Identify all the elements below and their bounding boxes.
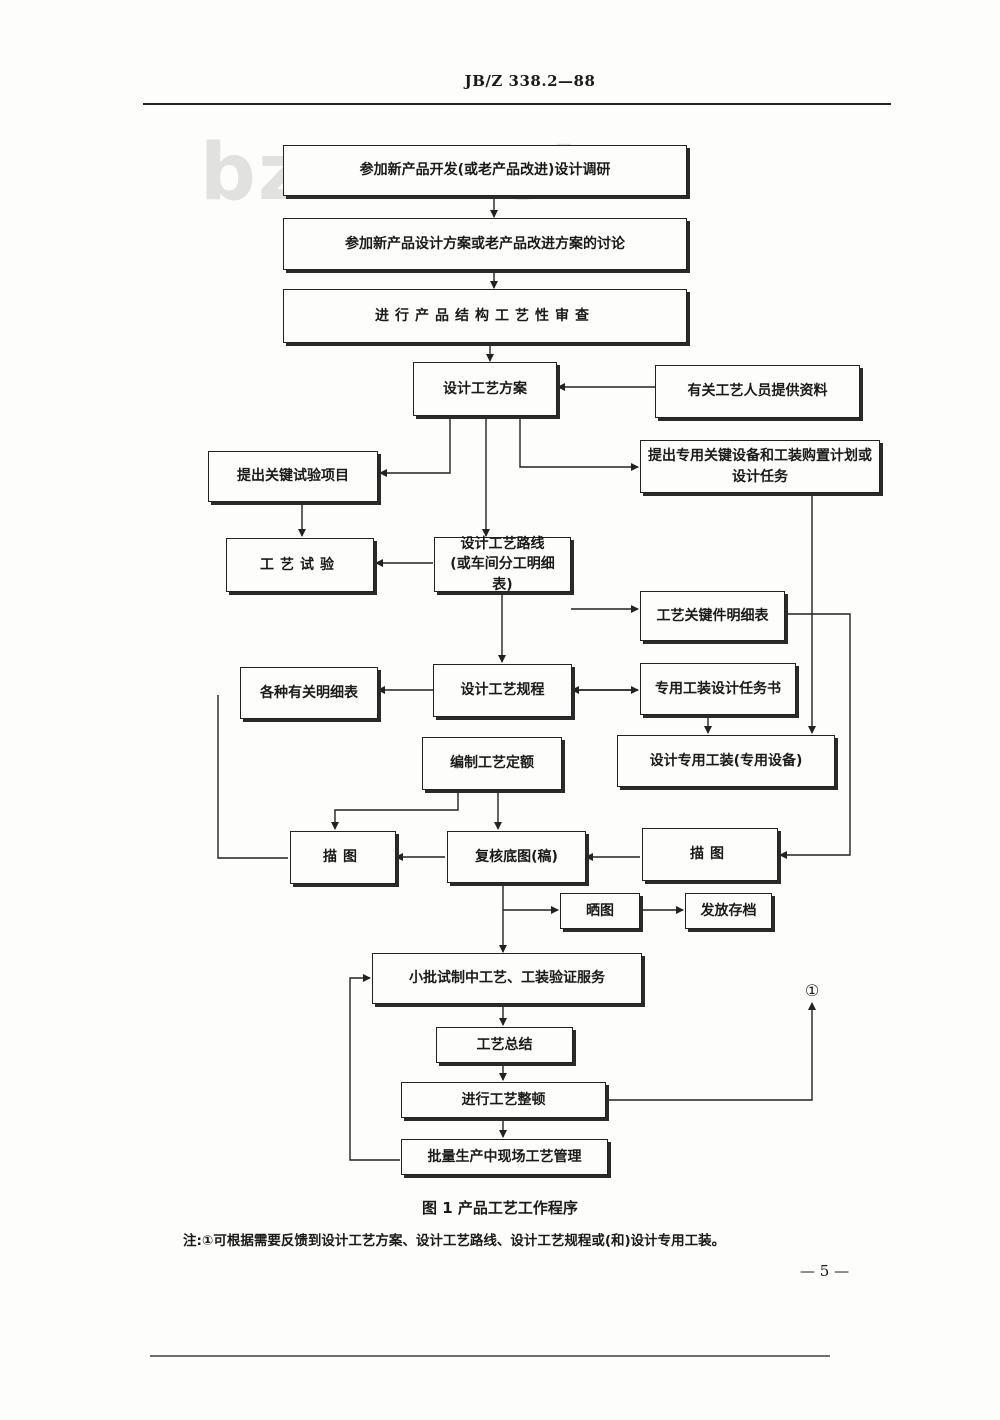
header-rule: [143, 103, 891, 105]
arrow-b4-b7: [519, 416, 639, 471]
box-tracing-right: 描图: [642, 828, 778, 881]
figure-caption: 图 1 产品工艺工作程序: [422, 1199, 578, 1217]
box-process-summary: 工艺总结: [436, 1027, 573, 1063]
box-site-management: 批量生产中现场工艺管理: [401, 1139, 608, 1175]
box-blueprint: 晒图: [560, 893, 640, 929]
arrow-b10-b18: [779, 613, 851, 859]
feedback-marker: ①: [804, 981, 820, 1000]
box-process-test: 工艺试验: [226, 538, 374, 592]
arrow-b4-b6: [379, 416, 451, 477]
box-key-parts-list: 工艺关键件明细表: [640, 591, 785, 641]
document-number: JB/Z 338.2—88: [464, 72, 596, 90]
box-process-route: 设计工艺路线 (或车间分工明细表): [434, 536, 571, 593]
box-structure-review: 进行产品结构工艺性审查: [283, 289, 687, 343]
box-key-test-items: 提出关键试验项目: [208, 451, 378, 502]
box-provide-materials: 有关工艺人员提供资料: [655, 365, 860, 418]
box-equipment-plan: 提出专用关键设备和工装购置计划或设计任务: [640, 440, 880, 493]
box-related-lists: 各种有关明细表: [240, 667, 378, 719]
box-process-rectify: 进行工艺整顿: [401, 1082, 606, 1118]
figure-note: 注:①可根据需要反馈到设计工艺方案、设计工艺路线、设计工艺规程或(和)设计专用工…: [183, 1233, 726, 1249]
box-process-quota: 编制工艺定额: [422, 737, 562, 790]
box-scheme-discussion: 参加新产品设计方案或老产品改进方案的讨论: [283, 218, 687, 270]
box-design-research: 参加新产品开发(或老产品改进)设计调研: [283, 145, 687, 196]
box-tracing-left: 描图: [290, 831, 396, 884]
box-process-scheme: 设计工艺方案: [413, 362, 557, 416]
box-design-tooling: 设计专用工装(专用设备): [617, 735, 835, 787]
page-number: — 5 —: [800, 1262, 850, 1280]
arrow-b14-b16: [331, 790, 459, 830]
feedback-loop: [349, 974, 400, 1161]
box-tooling-task: 专用工装设计任务书: [640, 663, 796, 715]
box-archive: 发放存档: [685, 893, 772, 929]
box-trial-production: 小批试制中工艺、工装验证服务: [372, 953, 642, 1004]
box-process-procedure: 设计工艺规程: [433, 664, 572, 717]
feedback-arrow-1: [606, 1002, 816, 1101]
arrow-b11-b16: [217, 695, 288, 859]
box-check-drawing: 复核底图(稿): [447, 831, 586, 883]
bottom-rule: [150, 1355, 830, 1357]
